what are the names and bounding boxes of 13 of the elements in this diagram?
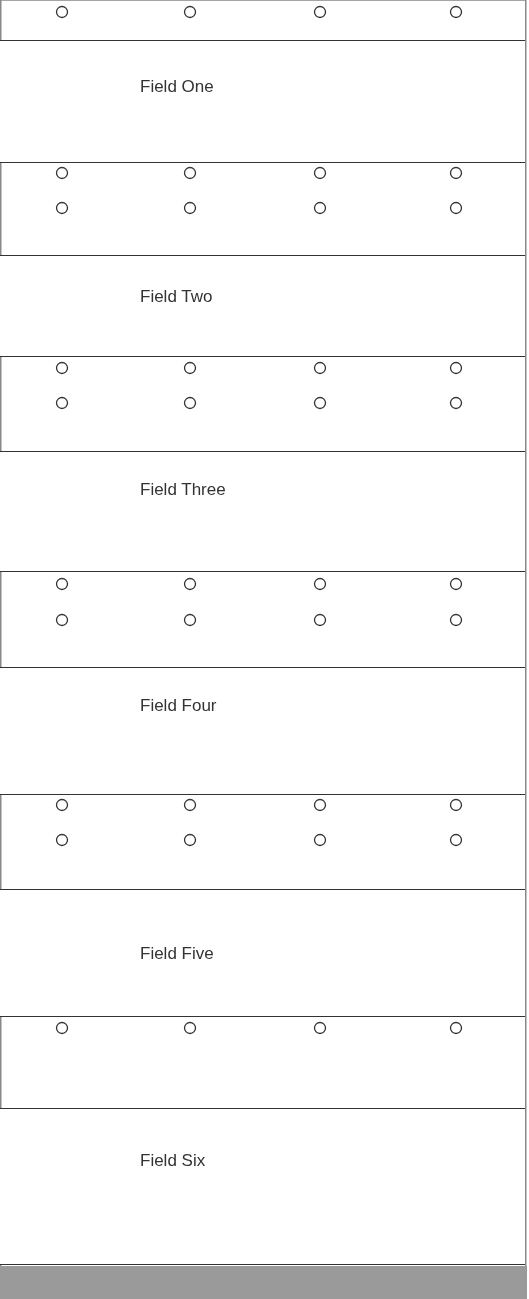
field-label: Field Three	[140, 480, 226, 500]
field-label: Field Six	[140, 1151, 206, 1171]
bottom-band	[0, 1266, 527, 1299]
form-field	[0, 451, 525, 572]
form-field	[0, 667, 525, 795]
form-field	[0, 1108, 525, 1265]
form-field	[0, 889, 525, 1017]
field-label: Field Four	[140, 696, 217, 716]
form-field	[0, 40, 525, 163]
field-label: Field Two	[140, 287, 213, 307]
field-label: Field One	[140, 77, 214, 97]
field-label: Field Five	[140, 944, 214, 964]
form-field	[0, 255, 525, 357]
